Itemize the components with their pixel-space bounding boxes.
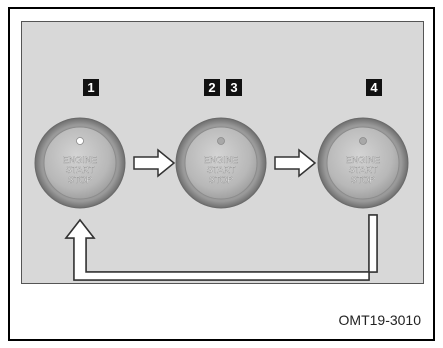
figure-code: OMT19-3010	[338, 312, 421, 328]
button-3-line-1: ENGINE	[346, 155, 381, 165]
button-2-line-2: START	[207, 165, 236, 175]
indicator-lamp-3	[359, 137, 367, 145]
engine-button-1: ENGINE START STOP	[34, 117, 126, 209]
button-3-line-3: STOP	[351, 175, 375, 185]
right-arrow-icon	[133, 148, 176, 178]
return-arrow-outline	[64, 214, 378, 281]
step-badge-4: 4	[366, 79, 382, 96]
step-badge-2: 2	[204, 79, 220, 96]
button-3-line-2: START	[349, 165, 378, 175]
indicator-lamp-2	[217, 137, 225, 145]
engine-button-3: ENGINE START STOP	[317, 117, 409, 209]
button-1-line-1: ENGINE	[63, 155, 98, 165]
button-1-line-3: STOP	[68, 175, 92, 185]
return-arrow-icon	[64, 214, 378, 281]
indicator-lamp-1	[76, 137, 84, 145]
button-1-line-2: START	[66, 165, 95, 175]
step-badge-3: 3	[226, 79, 242, 96]
engine-button-2: ENGINE START STOP	[175, 117, 267, 209]
step-badge-1: 1	[83, 79, 99, 96]
right-arrow-icon	[274, 148, 317, 178]
button-2-line-3: STOP	[209, 175, 233, 185]
return-arrow-fill	[66, 215, 377, 280]
button-2-line-1: ENGINE	[204, 155, 239, 165]
